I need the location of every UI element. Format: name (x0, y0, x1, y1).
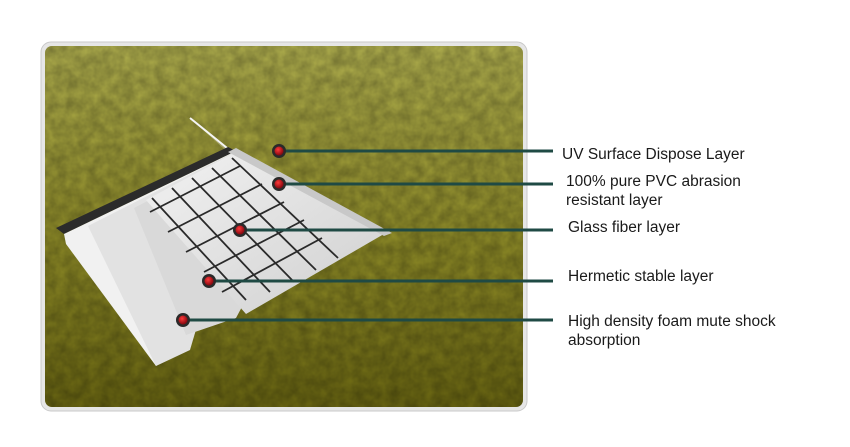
high-density-foam-layer-label-line-0: High density foam mute shock (568, 313, 776, 330)
hermetic-stable-layer-marker-dot (204, 276, 214, 286)
pvc-layer (228, 148, 392, 236)
leader-lines (176, 144, 553, 327)
uv-surface-dispose-layer-label: UV Surface Dispose Layer (562, 145, 745, 164)
pvc-abrasion-resistant-layer-marker-dot (274, 179, 284, 189)
flooring-cross-section (56, 117, 392, 366)
pvc-abrasion-resistant-layer-label-line-0: 100% pure PVC abrasion (566, 173, 741, 190)
glass-fiber-layer-label-line-0: Glass fiber layer (568, 219, 680, 236)
hermetic-stable-layer-label: Hermetic stable layer (568, 267, 714, 286)
high-density-foam-layer-marker-dot (178, 315, 188, 325)
high-density-foam-layer-label: High density foam mute shock absorption (568, 312, 776, 350)
glass-fiber-layer-marker-dot (235, 225, 245, 235)
fiber-grid (149, 157, 339, 301)
high-density-foam-layer-label-line-1: absorption (568, 332, 641, 349)
uv-surface-dispose-layer-marker-dot (274, 146, 284, 156)
hermetic-stable-layer-label-line-0: Hermetic stable layer (568, 268, 714, 285)
top-edge-strip (56, 147, 236, 234)
pvc-abrasion-resistant-layer-label: 100% pure PVC abrasion resistant layer (566, 172, 741, 210)
uv-surface-dispose-layer-label-line-0: UV Surface Dispose Layer (562, 146, 745, 163)
glass-fiber-layer-label: Glass fiber layer (568, 218, 680, 237)
pvc-abrasion-resistant-layer-label-line-1: resistant layer (566, 192, 663, 209)
